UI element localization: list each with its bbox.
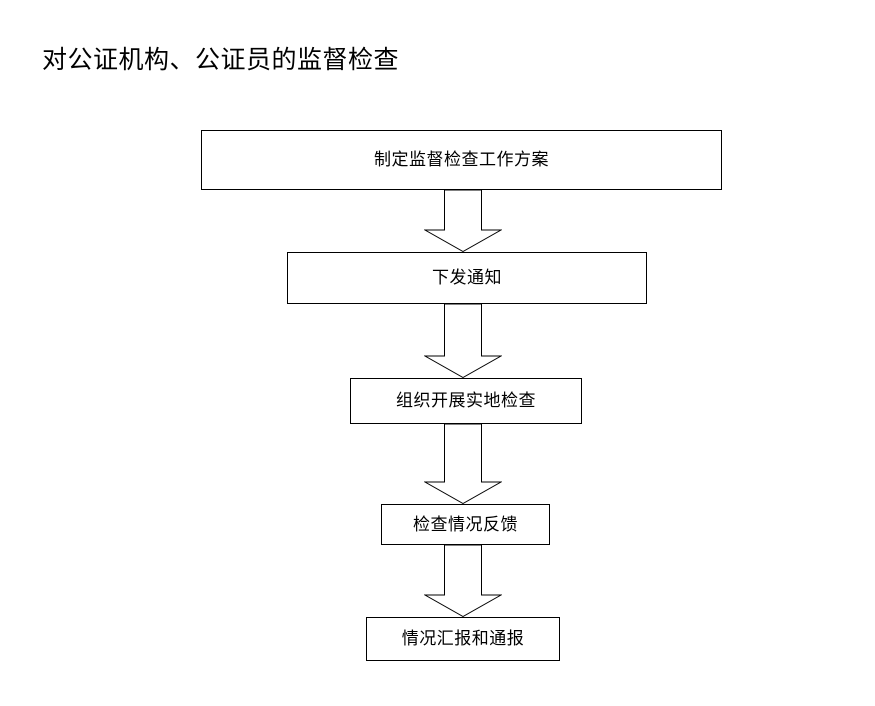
flow-connector-arrow-3 bbox=[424, 424, 502, 504]
flow-connector-arrow-1 bbox=[424, 190, 502, 252]
arrow-down-icon bbox=[424, 304, 502, 378]
flow-node-label: 检查情况反馈 bbox=[413, 514, 518, 534]
page-title: 对公证机构、公证员的监督检查 bbox=[42, 47, 400, 74]
flow-node-step-2[interactable]: 下发通知 bbox=[287, 252, 647, 304]
arrow-down-icon bbox=[424, 545, 502, 617]
flow-node-label: 制定监督检查工作方案 bbox=[374, 150, 549, 169]
flow-node-step-3[interactable]: 组织开展实地检查 bbox=[350, 378, 582, 424]
flow-node-step-1[interactable]: 制定监督检查工作方案 bbox=[201, 130, 722, 190]
flow-connector-arrow-2 bbox=[424, 304, 502, 378]
arrow-down-icon bbox=[424, 190, 502, 252]
flow-node-label: 下发通知 bbox=[432, 268, 502, 287]
flow-node-step-4[interactable]: 检查情况反馈 bbox=[381, 504, 550, 545]
arrow-down-icon bbox=[424, 424, 502, 504]
flow-node-label: 情况汇报和通报 bbox=[401, 629, 525, 648]
flow-node-label: 组织开展实地检查 bbox=[396, 391, 536, 410]
flow-node-step-5[interactable]: 情况汇报和通报 bbox=[366, 617, 560, 661]
flow-connector-arrow-4 bbox=[424, 545, 502, 617]
